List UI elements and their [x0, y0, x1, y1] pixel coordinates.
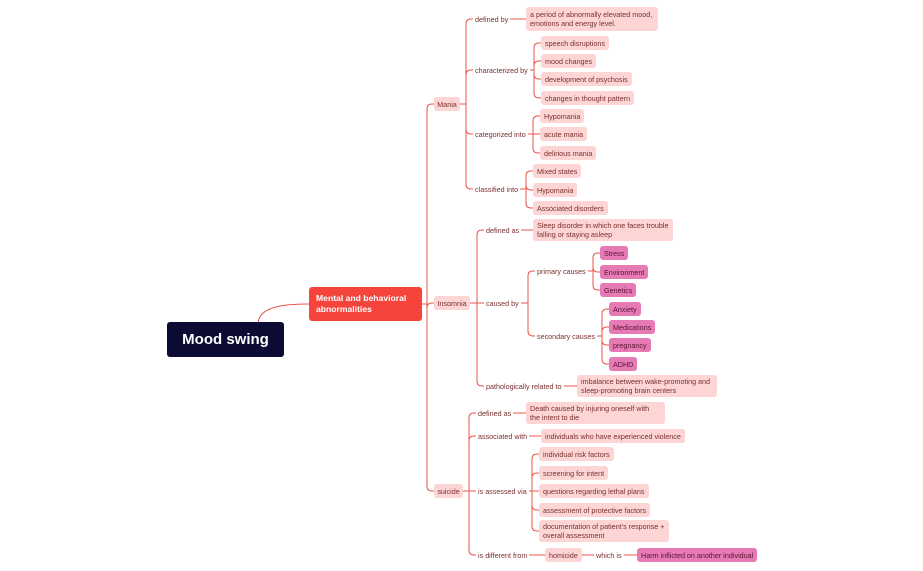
label-suicide-defined-as: defined as	[478, 408, 512, 418]
leaf-delirious-mania[interactable]: delirious mania	[540, 146, 597, 160]
label-categorized-into: categorized into	[475, 129, 526, 139]
label-defined-by: defined by	[475, 14, 509, 24]
leaf-experienced-violence[interactable]: individuals who have experienced violenc…	[541, 429, 685, 443]
leaf-adhd[interactable]: ADHD	[609, 357, 638, 371]
label-assessed-via: is assessed via	[478, 486, 527, 496]
label-insomnia-defined-as: defined as	[486, 225, 520, 235]
label-secondary-causes: secondary causes	[537, 331, 595, 341]
leaf-pregnancy[interactable]: pregnancy	[609, 338, 651, 352]
leaf-environment[interactable]: Environment	[600, 265, 649, 279]
leaf-lethal-plans[interactable]: questions regarding lethal plans	[539, 484, 649, 498]
branch-insomnia[interactable]: Insomnia	[434, 296, 470, 310]
root-node[interactable]: Mood swing	[167, 322, 284, 357]
label-classified-into: classified into	[475, 184, 519, 194]
branch-mania[interactable]: Mania	[434, 97, 460, 111]
leaf-homicide[interactable]: homicide	[545, 548, 582, 562]
leaf-anxiety[interactable]: Anxiety	[609, 302, 641, 316]
leaf-speech-disruptions[interactable]: speech disruptions	[541, 36, 609, 50]
leaf-insomnia-definition[interactable]: Sleep disorder in which one faces troubl…	[533, 219, 673, 241]
leaf-documentation[interactable]: documentation of patient's response + ov…	[539, 520, 669, 542]
leaf-development-of-psychosis[interactable]: development of psychosis	[541, 72, 632, 86]
leaf-individual-risk-factors[interactable]: individual risk factors	[539, 447, 614, 461]
leaf-medications[interactable]: Medications	[609, 320, 656, 334]
leaf-harm-inflicted[interactable]: Harm inflicted on another individual	[637, 548, 758, 562]
leaf-genetics[interactable]: Genetics	[600, 283, 637, 297]
label-associated-with: associated with	[478, 431, 528, 441]
leaf-mixed-states[interactable]: Mixed states	[533, 164, 582, 178]
label-characterized-by: characterized by	[475, 65, 528, 75]
leaf-mania-definition[interactable]: a period of abnormally elevated mood, em…	[526, 7, 658, 31]
label-pathologically-related-to: pathologically related to	[486, 381, 562, 391]
leaf-mood-changes[interactable]: mood changes	[541, 54, 597, 68]
leaf-associated-disorders[interactable]: Associated disorders	[533, 201, 608, 215]
label-caused-by: caused by	[486, 298, 519, 308]
leaf-acute-mania[interactable]: acute mania	[540, 127, 588, 141]
leaf-suicide-definition[interactable]: Death caused by injuring oneself with th…	[526, 402, 665, 424]
leaf-screening-for-intent[interactable]: screening for intent	[539, 466, 609, 480]
leaf-stress[interactable]: Stress	[600, 246, 629, 260]
label-which-is: which is	[596, 550, 622, 560]
leaf-sleep-wake-imbalance[interactable]: imbalance between wake-promoting and sle…	[577, 375, 717, 397]
label-primary-causes: primary causes	[537, 266, 586, 276]
leaf-protective-factors[interactable]: assessment of protective factors	[539, 503, 651, 517]
branch-suicide[interactable]: suicide	[434, 484, 463, 498]
main-topic-node[interactable]: Mental and behavioral abnormalities	[309, 287, 422, 321]
label-different-from: is different from	[478, 550, 528, 560]
leaf-changes-in-thought-pattern[interactable]: changes in thought pattern	[541, 91, 635, 105]
leaf-hypomania-category[interactable]: Hypomania	[540, 109, 585, 123]
leaf-hypomania-class[interactable]: Hypomania	[533, 183, 578, 197]
